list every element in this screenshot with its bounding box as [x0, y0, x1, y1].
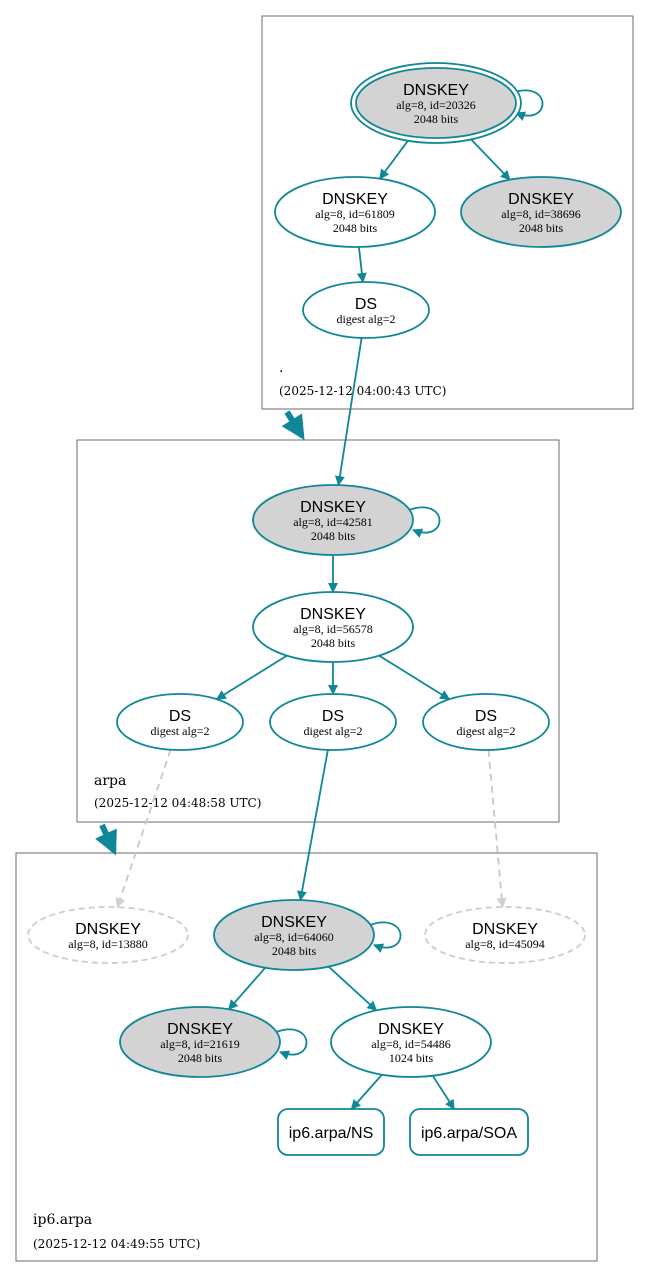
node-shape [330, 1006, 492, 1078]
edge-arpa-zsk-to-arpa-ds1 [215, 654, 288, 700]
self-signature-loop [511, 89, 544, 121]
node-title: DNSKEY [472, 921, 538, 938]
node-title: DS [322, 708, 344, 725]
node-title: DS [169, 708, 191, 725]
node-shape [116, 693, 244, 751]
node-key-size: 2048 bits [178, 1051, 223, 1065]
zone-name: ip6.arpa [33, 1212, 92, 1228]
node-title: ip6.arpa/NS [289, 1125, 374, 1142]
node-key-size: 2048 bits [414, 112, 459, 126]
node-detail: digest alg=2 [150, 724, 209, 738]
delegation-arrow [281, 410, 305, 441]
node-title: DNSKEY [403, 82, 469, 99]
node-title: DS [475, 708, 497, 725]
node-title: DNSKEY [75, 921, 141, 938]
zone-name: . [279, 360, 283, 376]
node-shape [269, 693, 397, 751]
edge-root-ksk-to-root-zsk2 [466, 134, 511, 181]
node-detail: alg=8, id=45094 [465, 937, 545, 951]
node-shape [424, 906, 586, 964]
zone-timestamp: (2025-12-12 04:49:55 UTC) [33, 1237, 200, 1251]
node-shape [302, 281, 430, 339]
node-key-size: 2048 bits [311, 636, 356, 650]
node-detail: digest alg=2 [336, 312, 395, 326]
edge-ip6-ksk-to-ip6-zsk [327, 965, 378, 1012]
node-key-size: 2048 bits [311, 529, 356, 543]
node-rr-soa[interactable]: ip6.arpa/SOA [409, 1108, 529, 1156]
edge-root-zsk1-to-root-ds [356, 246, 367, 284]
delegation-arrow [95, 823, 117, 856]
node-shape [27, 906, 189, 964]
node-shape [274, 176, 436, 248]
edge-root-ds-to-arpa-ksk [334, 337, 363, 487]
edge-arpa-ds3-to-ip6-missing2 [487, 749, 507, 909]
zone-timestamp: (2025-12-12 04:48:58 UTC) [94, 796, 261, 810]
node-detail: alg=8, id=38696 [501, 207, 581, 221]
node-key-size: 2048 bits [519, 221, 564, 235]
node-title: ip6.arpa/SOA [421, 1125, 517, 1142]
node-detail: alg=8, id=20326 [396, 98, 476, 112]
node-shape [213, 899, 375, 971]
zone-ip6-arpa: ip6.arpa (2025-12-12 04:49:55 UTC) [15, 852, 598, 1262]
edge-ip6-zsk-to-rr-soa [431, 1075, 455, 1110]
edge-arpa-zsk-to-arpa-ds3 [378, 654, 451, 700]
edge-ip6-zsk-to-rr-ns [350, 1074, 383, 1110]
node-key-size: 1024 bits [389, 1051, 434, 1065]
node-title: DNSKEY [167, 1021, 233, 1038]
node-shape [422, 693, 550, 751]
node-detail: alg=8, id=21619 [160, 1037, 240, 1051]
self-signature-loop [408, 506, 441, 538]
zone-arpa: arpa (2025-12-12 04:48:58 UTC) [76, 439, 560, 823]
node-title: DNSKEY [508, 191, 574, 208]
node-detail: alg=8, id=54486 [371, 1037, 451, 1051]
node-title: DS [355, 296, 377, 313]
node-detail: digest alg=2 [303, 724, 362, 738]
node-detail: digest alg=2 [456, 724, 515, 738]
node-shape [355, 67, 517, 139]
node-title: DNSKEY [300, 499, 366, 516]
edge-arpa-ds1-to-ip6-missing1 [115, 749, 172, 909]
node-rr-ns[interactable]: ip6.arpa/NS [277, 1108, 385, 1156]
node-detail: alg=8, id=61809 [315, 207, 395, 221]
node-detail: alg=8, id=13880 [68, 937, 148, 951]
node-title: DNSKEY [261, 914, 327, 931]
node-key-size: 2048 bits [272, 944, 317, 958]
node-shape [119, 1006, 281, 1078]
self-signature-loop [275, 1028, 308, 1060]
node-title: DNSKEY [322, 191, 388, 208]
node-title: DNSKEY [300, 606, 366, 623]
self-signature-loop [369, 921, 402, 953]
edge-arpa-ds2-to-ip6-ksk [297, 749, 329, 902]
node-shape [252, 591, 414, 663]
zone-timestamp: (2025-12-12 04:00:43 UTC) [279, 384, 446, 398]
node-shape [460, 176, 622, 248]
edge-root-ksk-to-root-zsk1 [379, 135, 412, 180]
zone-root: . (2025-12-12 04:00:43 UTC) [261, 15, 634, 410]
edge-ip6-ksk-to-ip6-key2 [228, 967, 266, 1011]
node-title: DNSKEY [378, 1021, 444, 1038]
node-detail: alg=8, id=64060 [254, 930, 334, 944]
node-detail: alg=8, id=42581 [293, 515, 373, 529]
node-shape [252, 484, 414, 556]
node-detail: alg=8, id=56578 [293, 622, 373, 636]
zone-name: arpa [94, 773, 126, 789]
node-key-size: 2048 bits [333, 221, 378, 235]
rrset-shape [277, 1108, 385, 1156]
rrset-shape [409, 1108, 529, 1156]
